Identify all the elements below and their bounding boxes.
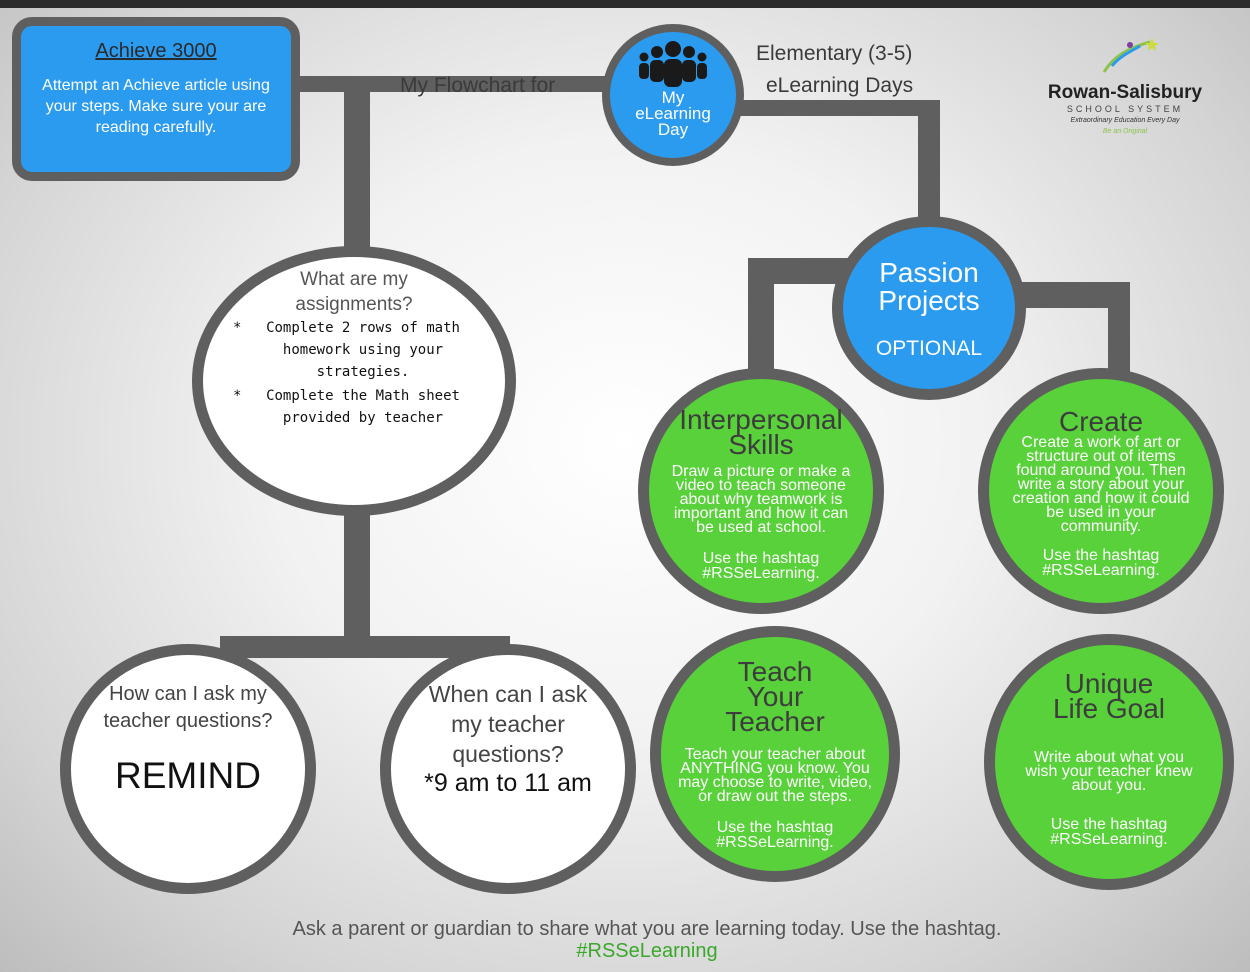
- assignments-title: What are my assignments?: [295, 269, 413, 315]
- flowchart-title: My Flowchart for: [400, 74, 556, 97]
- create-body: Create a work of art or structure out of…: [1012, 434, 1190, 535]
- connector-passion-right-down: [1108, 282, 1130, 382]
- create-circle: Create Create a work of art or structure…: [978, 368, 1224, 614]
- unique-body: Write about what you wish your teacher k…: [1025, 749, 1193, 794]
- school-logo: Rowan-Salisbury SCHOOL SYSTEM Extraordin…: [1040, 36, 1210, 137]
- passion-optional: OPTIONAL: [875, 337, 983, 360]
- assignment-item-1: * Complete 2 rows of math homework using…: [233, 320, 460, 380]
- unique-title: Unique Life Goal: [1052, 668, 1166, 724]
- connector-bottom-split: [220, 636, 510, 658]
- unique-hashtag: Use the hashtag #RSSeLearning.: [1050, 816, 1168, 848]
- logo-name: Rowan-Salisbury: [1047, 82, 1203, 103]
- passion-title-line2: Projects: [878, 285, 980, 316]
- teach-your-teacher-circle: Teach Your Teacher Teach your teacher ab…: [650, 626, 900, 882]
- connector-top-horizontal: [290, 76, 630, 92]
- achieve-title: Achieve 3000: [95, 40, 217, 62]
- interpersonal-hashtag: Use the hashtag #RSSeLearning.: [702, 550, 820, 582]
- group-people-icon: [639, 41, 707, 87]
- interpersonal-title: Interpersonal Skills: [679, 404, 843, 460]
- hub-label-line1: My: [661, 88, 685, 107]
- interpersonal-body: Draw a picture or make a video to teach …: [671, 463, 851, 536]
- grade-label: Elementary (3-5): [756, 42, 913, 65]
- logo-tagline: Extraordinary Education Every Day: [1070, 117, 1180, 124]
- connector-passion-left-down: [748, 258, 774, 388]
- interpersonal-skills-circle: Interpersonal Skills Draw a picture or m…: [638, 368, 884, 614]
- ask-when-circle: When can I ask my teacher questions? *9 …: [380, 644, 636, 894]
- logo-motto: Be an Original: [1102, 128, 1148, 135]
- ask-how-circle: How can I ask my teacher questions? REMI…: [60, 644, 316, 894]
- footer-text: Ask a parent or guardian to share what y…: [292, 918, 1002, 940]
- connector-right-vertical: [918, 100, 940, 240]
- connector-top-right-horizontal: [730, 100, 940, 116]
- logo-figure-icon: [1102, 38, 1159, 73]
- passion-projects-circle: Passion Projects OPTIONAL: [832, 216, 1026, 400]
- create-hashtag: Use the hashtag #RSSeLearning.: [1042, 547, 1160, 579]
- elearning-days-label: eLearning Days: [766, 74, 914, 97]
- ask-when-answer: *9 am to 11 am: [424, 769, 592, 797]
- achieve-card: Achieve 3000 Attempt an Achieve article …: [12, 17, 300, 181]
- assignments-circle: What are my assignments? * Complete 2 ro…: [192, 246, 516, 516]
- teach-hashtag: Use the hashtag #RSSeLearning.: [716, 819, 834, 851]
- assignment-item-2: * Complete the Math sheet provided by te…: [233, 388, 460, 426]
- footer: Ask a parent or guardian to share what y…: [0, 918, 1250, 962]
- ask-how-question: How can I ask my teacher questions?: [103, 683, 273, 732]
- footer-hashtag: #RSSeLearning: [576, 940, 718, 962]
- hub-label-line3: Day: [657, 120, 689, 139]
- my-elearning-day-hub: My eLearning Day: [602, 24, 744, 166]
- create-title: Create: [1058, 406, 1144, 437]
- teach-body: Teach your teacher about ANYTHING you kn…: [678, 746, 872, 805]
- teach-title: Teach Your Teacher: [725, 656, 825, 737]
- logo-subtitle: SCHOOL SYSTEM: [1066, 104, 1184, 114]
- connector-assignments-down: [344, 498, 370, 648]
- achieve-body: Attempt an Achieve article using your st…: [42, 77, 270, 136]
- flowchart-canvas: Achieve 3000 Attempt an Achieve article …: [0, 8, 1250, 972]
- ask-when-question: When can I ask my teacher questions?: [428, 681, 588, 767]
- hub-label-line2: eLearning: [635, 104, 711, 123]
- assignments-list: * Complete 2 rows of math homework using…: [233, 317, 473, 429]
- passion-title-line1: Passion: [879, 257, 979, 288]
- connector-left-vertical: [344, 76, 370, 276]
- unique-life-goal-circle: Unique Life Goal Write about what you wi…: [984, 634, 1234, 890]
- ask-how-answer: REMIND: [115, 755, 261, 796]
